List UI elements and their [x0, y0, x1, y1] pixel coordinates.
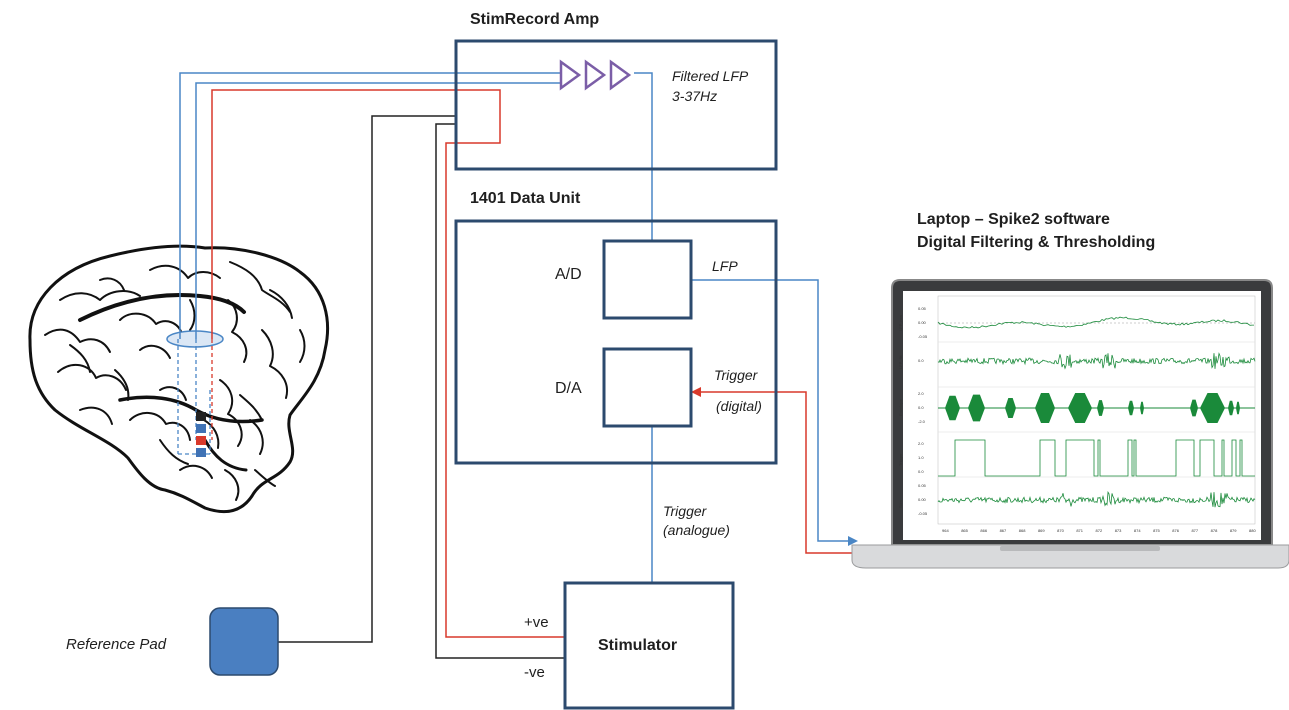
- stimrecord-amp-title: StimRecord Amp: [470, 11, 600, 28]
- laptop-subtitle: Digital Filtering & Thresholding: [917, 234, 1156, 251]
- screen-trace-stim: [937, 490, 1256, 508]
- reference-pad-label: Reference Pad: [66, 636, 167, 653]
- screen-envelope-burst: [1005, 397, 1016, 419]
- screen-envelope-burst: [1035, 393, 1055, 423]
- screen-y-tick: -0.05: [918, 511, 928, 516]
- screen-track-name: Envelope: [898, 399, 903, 416]
- electrode-contact-blue: [196, 424, 206, 433]
- screen-x-tick: 868: [1018, 528, 1026, 533]
- screen-x-tick: 875: [1153, 528, 1160, 533]
- stimulator-label: Stimulator: [598, 637, 678, 654]
- electrode-dashed-lines: [177, 339, 213, 455]
- da-label: D/A: [555, 380, 582, 397]
- screen-x-tick: 879: [1229, 528, 1237, 533]
- screen-envelope-burst: [1140, 401, 1144, 415]
- wire-red-stim: [211, 89, 565, 638]
- screen-envelope-burst: [968, 394, 985, 422]
- screen-envelope-burst: [1228, 400, 1234, 416]
- amplifier-triangles: [559, 59, 632, 91]
- arrowhead-blue: [848, 536, 858, 546]
- screen-x-tick: 873: [1114, 528, 1122, 533]
- screen-envelope-burst: [1200, 393, 1225, 423]
- spike2-screen-plot: [937, 295, 1256, 525]
- screen-track-name: LFP_raw: [898, 314, 903, 331]
- screen-x-tick: 870: [1057, 528, 1064, 533]
- da-converter-box: [602, 347, 693, 428]
- screen-y-tick: -0.05: [918, 334, 928, 339]
- screen-envelope-burst: [1128, 400, 1134, 416]
- laptop-title: Laptop – Spike2 software: [917, 211, 1110, 228]
- brain-illustration: [28, 244, 329, 514]
- band-label: 3-37Hz: [672, 88, 718, 104]
- screen-y-tick: 0.05: [918, 306, 926, 311]
- digital-label: (digital): [716, 398, 762, 414]
- data-unit-box: [454, 219, 778, 465]
- electrode-contact-blue-2: [196, 448, 206, 457]
- screen-envelope-burst: [945, 395, 960, 421]
- screen-y-tick: 0.0: [918, 405, 924, 410]
- screen-envelope-burst: [1236, 401, 1240, 415]
- screen-y-tick: 2.0: [918, 441, 924, 446]
- screen-plot-frame: [937, 295, 1256, 525]
- electrode-contact-black: [196, 412, 206, 421]
- lfp-label: LFP: [712, 258, 738, 274]
- screen-x-tick: 865: [961, 528, 968, 533]
- wire-lfp-to-laptop: [691, 279, 852, 542]
- wire-black-reference: [278, 115, 456, 643]
- screen-y-tick: 0.0: [918, 358, 924, 363]
- negative-terminal-label: -ve: [524, 664, 545, 681]
- screen-envelope-burst: [1068, 393, 1092, 423]
- trigger-analogue-label: Trigger: [663, 503, 707, 519]
- screen-x-tick: 878: [1210, 528, 1218, 533]
- wire-trigger-digital: [700, 391, 852, 554]
- screen-track-name: Trigger: [898, 453, 903, 466]
- screen-x-tick: 964: [942, 528, 949, 533]
- screen-y-tick: 0.05: [918, 483, 926, 488]
- screen-x-tick: 877: [1191, 528, 1199, 533]
- screen-x-tick: 880: [1249, 528, 1256, 533]
- screen-trace-lfp_raw: [937, 316, 1254, 329]
- screen-x-tick: 874: [1133, 528, 1141, 533]
- wire-amp-to-ad: [634, 72, 653, 240]
- positive-terminal-label: +ve: [524, 614, 549, 631]
- electrode-contact-red: [196, 436, 206, 445]
- screen-y-tick: -2.0: [918, 419, 925, 424]
- stimrecord-amp-box: [454, 39, 778, 171]
- screen-x-tick: 867: [999, 528, 1007, 533]
- screen-x-tick: 869: [1037, 528, 1045, 533]
- screen-track-name: LFP_filt: [898, 355, 903, 369]
- ad-label: A/D: [555, 266, 582, 283]
- screen-track-name: Stim: [898, 500, 903, 508]
- ad-converter-box: [602, 239, 693, 320]
- filtered-lfp-label: Filtered LFP: [672, 68, 749, 84]
- screen-y-tick: 0.0: [918, 469, 924, 474]
- screen-x-tick: 876: [1172, 528, 1179, 533]
- wire-blue-1: [179, 72, 560, 339]
- arrowhead-red: [691, 387, 701, 397]
- screen-x-tick: 871: [1076, 528, 1083, 533]
- screen-envelope-burst: [1097, 400, 1104, 416]
- screen-x-tick: 872: [1095, 528, 1103, 533]
- screen-y-tick: 0.00: [918, 497, 926, 502]
- screen-trace-trigger: [938, 439, 1255, 477]
- reference-pad: [209, 607, 279, 676]
- screen-y-tick: 1.0: [918, 455, 924, 460]
- screen-y-tick: 0.00: [918, 320, 926, 325]
- stimulator-box: [563, 581, 735, 710]
- screen-trace-lfp_filt: [937, 352, 1256, 370]
- trigger-label: Trigger: [714, 367, 758, 383]
- data-unit-title: 1401 Data Unit: [470, 190, 581, 207]
- wire-black-negative: [435, 123, 565, 659]
- electrode-ring: [166, 330, 224, 348]
- analogue-label: (analogue): [663, 522, 730, 538]
- wire-blue-2: [195, 82, 560, 339]
- screen-x-tick: 866: [980, 528, 988, 533]
- screen-envelope-burst: [1190, 399, 1198, 417]
- screen-y-tick: 2.0: [918, 391, 924, 396]
